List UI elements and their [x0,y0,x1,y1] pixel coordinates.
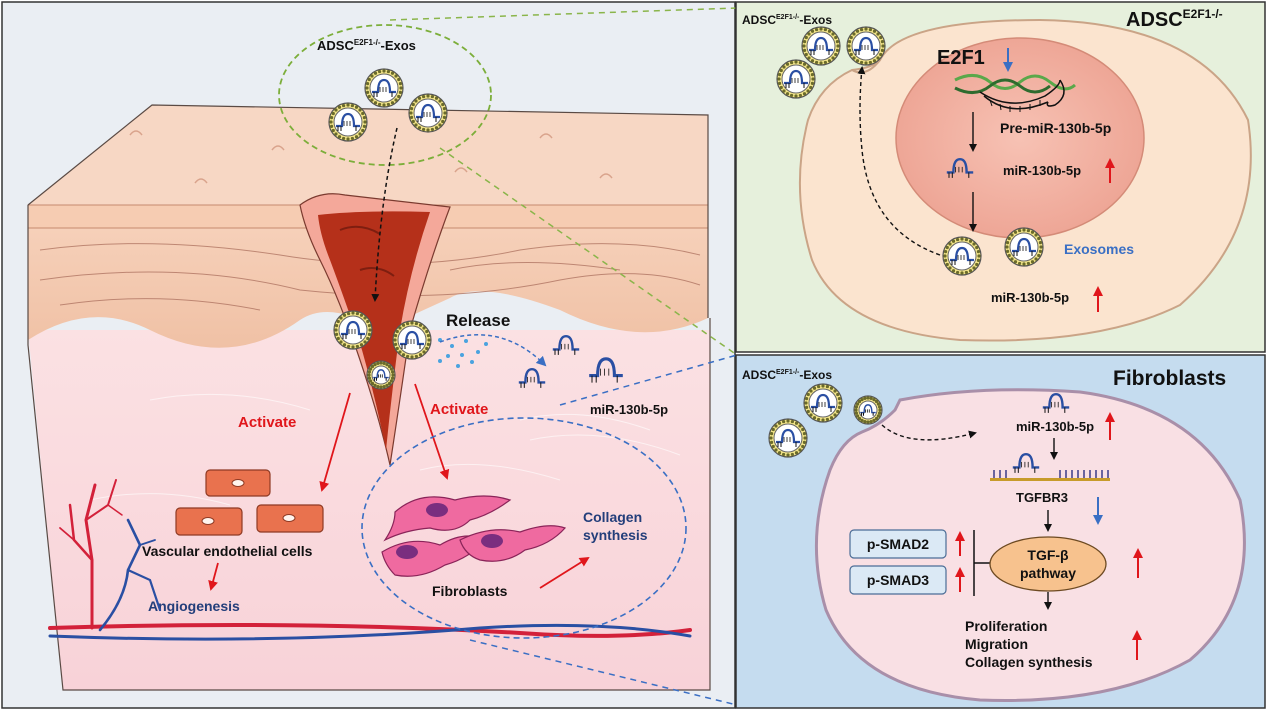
exosome-icon [364,68,404,108]
zoom-line-bottom-1 [559,354,738,406]
angiogenesis-arrow [208,562,219,591]
left-panel: ADSCE2F1-/--Exos Release miR-130b-5p Act… [1,1,738,709]
activate-left-label: Activate [238,414,296,431]
outcome-proliferation: Proliferation [965,618,1047,634]
pre-mirna-icon [954,74,1077,112]
left-mirna-label: miR-130b-5p [590,402,668,417]
adsc-panel-title: ADSCE2F1-/- [1126,7,1223,31]
release-arrow [439,334,547,367]
endothelial-cell-icon [205,469,271,497]
collagen-arrow [539,556,590,589]
outcome-collagen: Collagen synthesis [965,654,1093,670]
pathway-label-line2: pathway [1020,565,1076,581]
release-label: Release [446,311,510,330]
endothelial-cell-icon [256,504,324,533]
psmad3-label: p-SMAD3 [867,572,929,588]
activate-right-arrow [414,383,450,480]
exo-mirna-label: miR-130b-5p [991,290,1069,305]
exosome-icon [392,320,432,360]
blood-vessel-icon [48,479,692,641]
collagen-label-line1: Collagen [583,509,642,525]
endothelial-cell-icon [175,507,243,536]
adsc-mirna-label: miR-130b-5p [1003,163,1081,178]
fibroblast-cell-icon [381,535,486,577]
e2f1-label: E2F1 [937,47,985,69]
fibroblast-panel: Fibroblasts ADSCE2F1-/--Exos miR-130b-5p… [735,354,1266,709]
dermis-front [28,330,710,690]
pathway-label-line1: TGF-β [1027,547,1069,563]
tgfbr3-mrna-icon [990,452,1110,481]
pre-mirna-label: Pre-miR-130b-5p [1000,120,1111,136]
adsc-exos-label: ADSCE2F1-/--Exos [742,13,832,27]
adsc-panel: ADSCE2F1-/- ADSCE2F1-/--Exos E2F1 Pre-mi… [735,1,1266,353]
smad-bracket [973,530,992,596]
left-exos-label: ADSCE2F1-/--Exos [317,38,416,53]
fibroblast-cell-icon [459,525,567,562]
exosome-icon [768,418,808,458]
zoom-line-top-2 [439,147,738,356]
fibroblast-zoom-circle [361,417,687,639]
activate-right-label: Activate [430,401,488,418]
exosome-icon [803,383,843,423]
psmad2-label: p-SMAD2 [867,536,929,552]
fibroblasts-label: Fibroblasts [432,583,508,599]
exos-zoom-circle [278,24,492,166]
collagen-label-line2: synthesis [583,527,648,543]
activate-left-arrow [319,392,351,492]
tgf-beta-pathway [989,536,1107,592]
fibroblast-panel-title: Fibroblasts [1113,367,1226,390]
secretion-arrow [857,66,941,256]
exosome-icon [853,395,883,425]
zoom-line-bottom-2 [469,639,738,706]
zoom-line-top-1 [389,7,738,21]
psmad2-box [849,529,947,559]
exos-entry-arrow [371,127,398,302]
mirna-hairpin-icon [552,334,580,355]
tgfbr3-label: TGFBR3 [1016,490,1068,505]
exosome-icon [1004,227,1044,267]
exosome-icon [408,93,448,133]
collagen-fibers [89,393,681,506]
uptake-arrow [881,424,977,441]
exosome-icon [328,102,368,142]
adsc-nucleus [895,37,1145,239]
fib-exos-label: ADSCE2F1-/--Exos [742,368,832,382]
exosome-icon [776,59,816,99]
exosome-icon [942,236,982,276]
outcome-migration: Migration [965,636,1028,652]
exosome-icon [801,26,841,66]
wound-blood [318,211,430,450]
exosomes-label: Exosomes [1064,241,1134,257]
fib-mirna-label: miR-130b-5p [1016,419,1094,434]
endothelial-label: Vascular endothelial cells [142,543,313,559]
exosome-icon [333,310,373,350]
mirna-hairpin-icon [518,367,546,388]
angiogenesis-label: Angiogenesis [148,598,240,614]
surface-marks [129,130,613,184]
mirna-hairpin-icon [946,157,974,178]
fibroblast-cell-icon [383,495,512,542]
exosome-icon [366,360,396,390]
mirna-hairpin-icon [1042,392,1070,413]
mirna-hairpin-icon [589,357,623,383]
exosome-icon [846,26,886,66]
release-particles [438,338,488,368]
psmad3-box [849,565,947,595]
